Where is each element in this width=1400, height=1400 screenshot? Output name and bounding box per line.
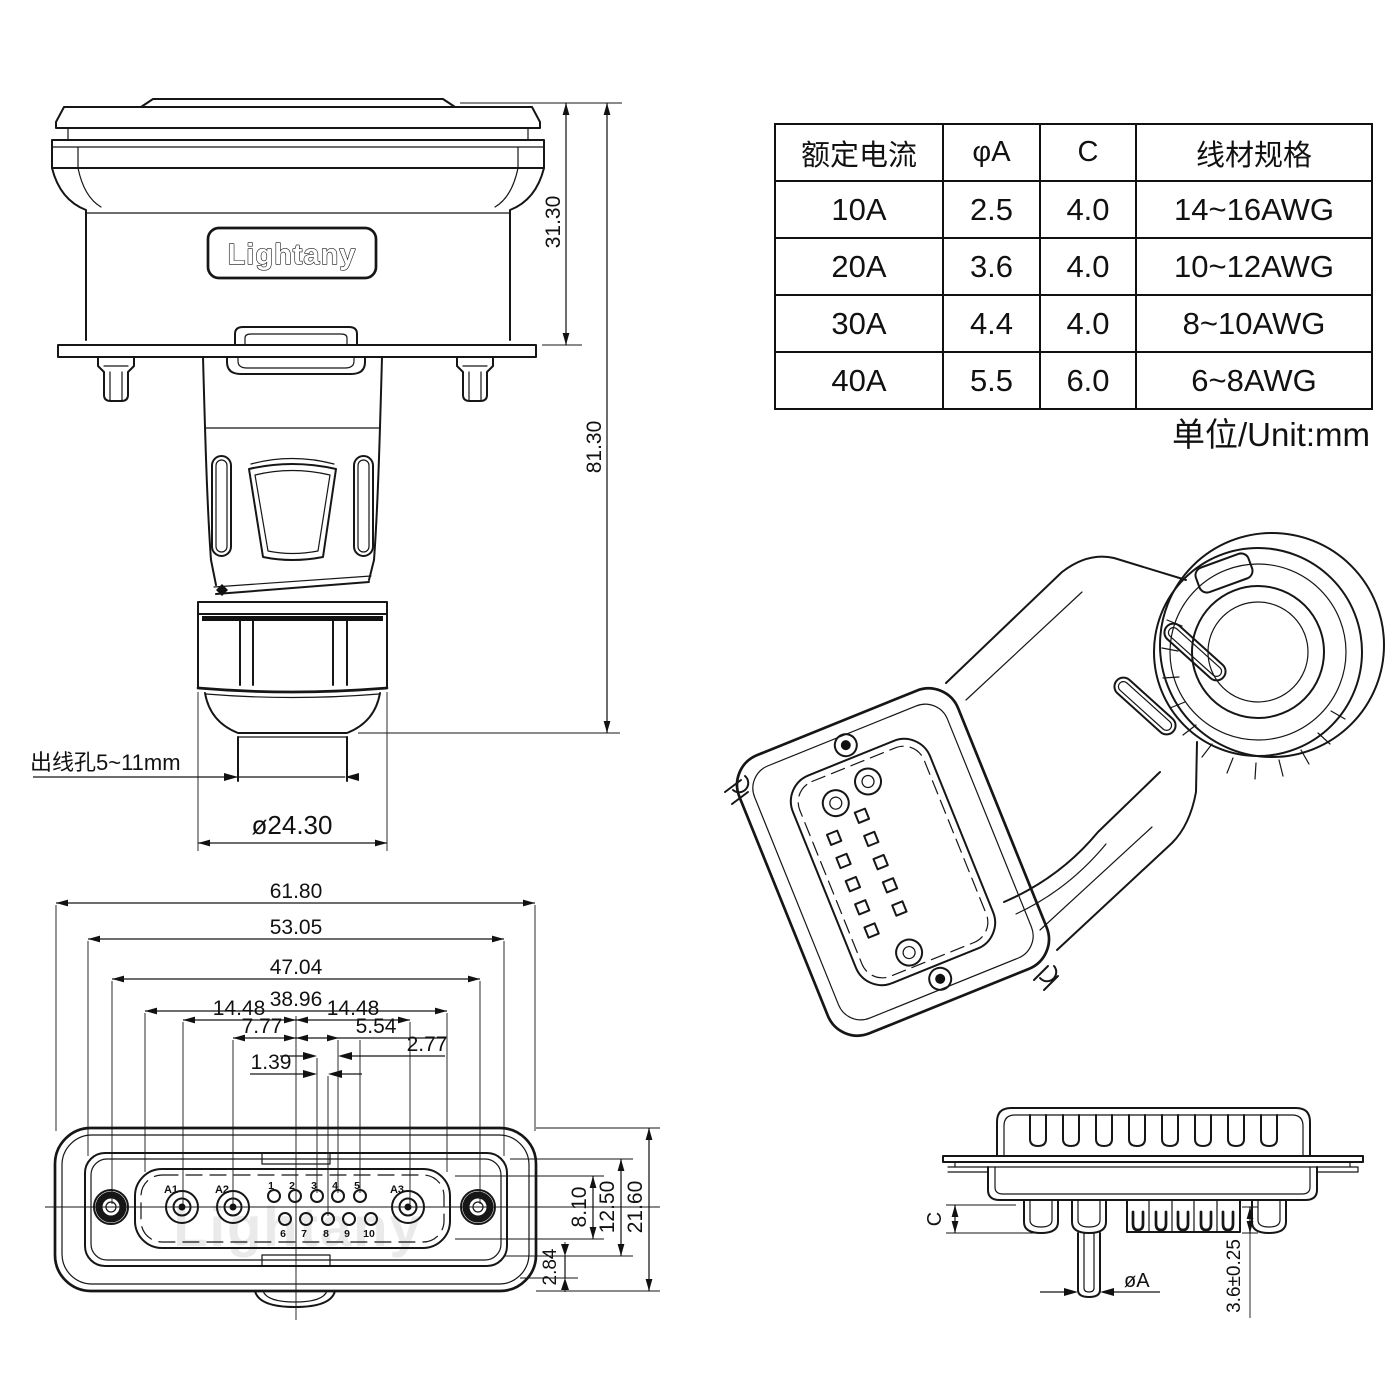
- table-cell: 4.0: [1039, 294, 1137, 353]
- dim-hood-height: 31.30: [542, 196, 565, 249]
- dim-21-60: 21.60: [624, 1181, 647, 1234]
- pin-label-9: 9: [344, 1228, 350, 1240]
- dim-12-50: 12.50: [596, 1181, 619, 1234]
- pin-label-8: 8: [323, 1228, 329, 1240]
- dim-c-label: C: [924, 1212, 946, 1226]
- table-cell: 20A: [774, 237, 944, 296]
- dim-53-05: 53.05: [270, 916, 323, 939]
- dim-tail-label: 3.6±0.25: [1224, 1239, 1245, 1313]
- table-cell: 14~16AWG: [1135, 180, 1373, 239]
- side-view-dimensions: C øA 3.6±0.25: [924, 1204, 1258, 1318]
- spec-table: 额定电流 φA C 线材规格 10A 2.5 4.0 14~16AWG 20A …: [774, 123, 1373, 410]
- pin-label-A2: A2: [215, 1184, 229, 1196]
- unit-note: 单位/Unit:mm: [1172, 416, 1370, 453]
- signal-pins: [267, 1189, 378, 1226]
- spec-table-header-row: 额定电流 φA C 线材规格: [774, 123, 1373, 182]
- table-cell: 30A: [774, 294, 944, 353]
- pin-label-2: 2: [289, 1180, 295, 1192]
- pin-label-7: 7: [301, 1228, 307, 1240]
- power-solder-cups: [1023, 1199, 1287, 1298]
- cable-hole-label: 出线孔5~11mm: [30, 750, 181, 775]
- gland-diameter-label: ø24.30: [252, 810, 333, 840]
- brand-logo: Lightany: [228, 239, 357, 271]
- pin-label-6: 6: [280, 1228, 286, 1240]
- dim-2-84: 2.84: [540, 1248, 561, 1285]
- table-cell: 5.5: [942, 351, 1041, 410]
- clamp-marker: [216, 584, 228, 596]
- jack-screw-left: [97, 356, 135, 402]
- table-row: 30A 4.4 4.0 8~10AWG: [774, 294, 1373, 353]
- col-phi-a: φA: [942, 123, 1041, 182]
- pin-label-4: 4: [332, 1180, 338, 1192]
- col-rated-current: 额定电流: [774, 123, 944, 182]
- col-wire-gauge: 线材规格: [1135, 123, 1373, 182]
- front-view-dimensions: 31.30 81.30 出线孔5~11mm ø24.30: [30, 102, 622, 851]
- table-cell: 4.0: [1039, 180, 1137, 239]
- dim-7-77: 7.77: [242, 1015, 283, 1038]
- dim-14-48-right: 14.48: [327, 997, 380, 1020]
- dim-oa-label: øA: [1124, 1270, 1150, 1292]
- pin-label-5: 5: [354, 1180, 360, 1192]
- logo-plate: [206, 226, 378, 280]
- front-view: Lightany: [51, 98, 545, 782]
- table-cell: 40A: [774, 351, 944, 410]
- table-cell: 10~12AWG: [1135, 237, 1373, 296]
- dim-5-54: 5.54: [356, 1015, 397, 1038]
- table-cell: 3.6: [942, 237, 1041, 296]
- table-cell: 6.0: [1039, 351, 1137, 410]
- signal-solder-cups: [1126, 1199, 1241, 1233]
- dim-8-10: 8.10: [568, 1187, 591, 1228]
- pin-label-A3: A3: [390, 1184, 404, 1196]
- side-view: [942, 1107, 1364, 1298]
- dim-61-80: 61.80: [270, 880, 323, 903]
- dim-38-96: 38.96: [270, 988, 323, 1011]
- table-cell: 4.0: [1039, 237, 1137, 296]
- pin-label-1: 1: [268, 1180, 274, 1192]
- pin-label-3: 3: [311, 1180, 317, 1192]
- table-cell: 2.5: [942, 180, 1041, 239]
- pin-label-A1: A1: [164, 1184, 178, 1196]
- face-view-dimensions: 61.80 53.05 47.04 38.96 14.48 14.48 7.77…: [45, 880, 660, 1320]
- table-row: 20A 3.6 4.0 10~12AWG: [774, 237, 1373, 296]
- table-cell: 8~10AWG: [1135, 294, 1373, 353]
- dim-47-04: 47.04: [270, 956, 323, 979]
- dim-1-39: 1.39: [251, 1051, 292, 1074]
- col-c: C: [1039, 123, 1137, 182]
- table-cell: 10A: [774, 180, 944, 239]
- table-row: 40A 5.5 6.0 6~8AWG: [774, 351, 1373, 410]
- isometric-view: [724, 532, 1385, 1037]
- jack-screw-right: [456, 356, 494, 402]
- dim-2-77: 2.77: [407, 1033, 448, 1056]
- table-cell: 4.4: [942, 294, 1041, 353]
- shell-slots: [1029, 1114, 1278, 1147]
- table-row: 10A 2.5 4.0 14~16AWG: [774, 180, 1373, 239]
- table-cell: 6~8AWG: [1135, 351, 1373, 410]
- face-pin-labels: A1 A2 A3 1 2 3 4 5 6 7 8 9 10: [164, 1180, 404, 1240]
- dim-total-height: 81.30: [583, 421, 606, 474]
- pin-label-10: 10: [363, 1228, 375, 1240]
- dim-14-48-left: 14.48: [213, 997, 266, 1020]
